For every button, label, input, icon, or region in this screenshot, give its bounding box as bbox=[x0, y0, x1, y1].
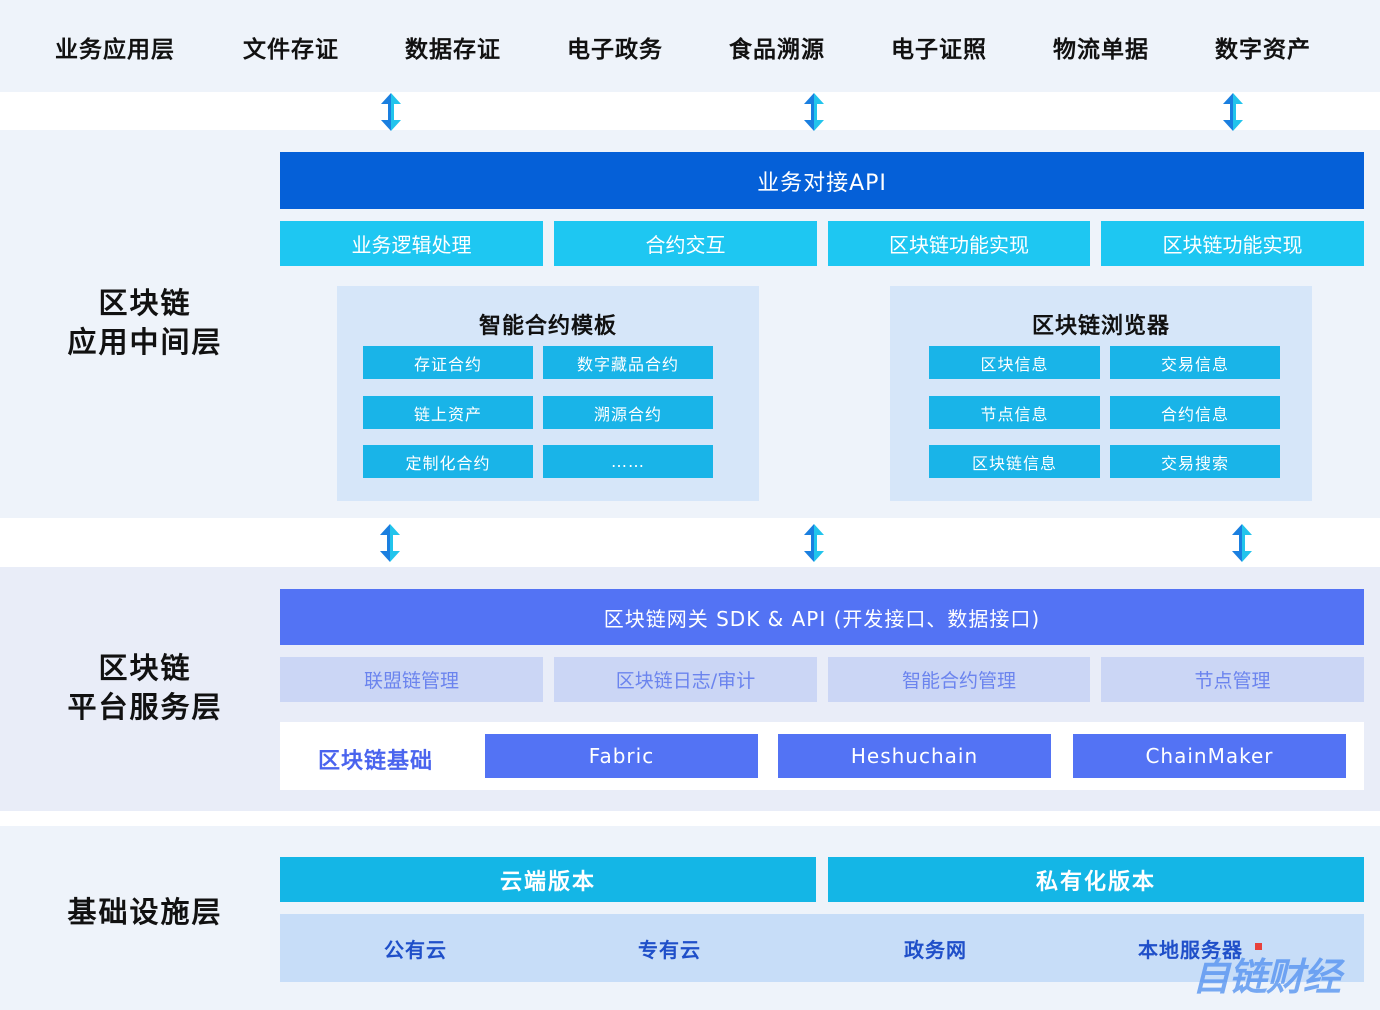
watermark-logo: 自链财经 bbox=[1192, 955, 1341, 999]
double-arrow-icon bbox=[804, 524, 824, 562]
base-heshuchain: Heshuchain bbox=[778, 734, 1051, 778]
app-layer-band bbox=[0, 0, 1380, 92]
app-item-logistics: 物流单据 bbox=[1053, 37, 1149, 63]
middle-layer-title: 区块链 应用中间层 bbox=[40, 284, 250, 362]
explorer-item: 合约信息 bbox=[1110, 396, 1280, 429]
smart-contract-panel-title: 智能合约模板 bbox=[478, 314, 617, 339]
contract-item: 数字藏品合约 bbox=[543, 346, 713, 379]
infra-items-row: 公有云 专有云 政务网 本地服务器 bbox=[280, 914, 1364, 982]
explorer-item: 交易搜索 bbox=[1110, 445, 1280, 478]
business-api-bar: 业务对接API bbox=[280, 152, 1364, 209]
platform-layer-title: 区块链 平台服务层 bbox=[40, 649, 250, 727]
base-fabric: Fabric bbox=[485, 734, 758, 778]
middle-layer-title-line1: 区块链 bbox=[98, 286, 192, 320]
function-contract-interaction: 合约交互 bbox=[554, 221, 817, 266]
mgmt-log-audit: 区块链日志/审计 bbox=[554, 657, 817, 702]
contract-item: 溯源合约 bbox=[543, 396, 713, 429]
platform-layer-title-line2: 平台服务层 bbox=[67, 690, 223, 724]
infra-dedicated-cloud: 专有云 bbox=[638, 938, 701, 962]
chain-base-label: 区块链基础 bbox=[318, 749, 434, 774]
double-arrow-icon bbox=[804, 93, 824, 131]
explorer-item: 交易信息 bbox=[1110, 346, 1280, 379]
explorer-panel-title: 区块链浏览器 bbox=[1031, 314, 1170, 339]
function-logic: 业务逻辑处理 bbox=[280, 221, 543, 266]
infra-local-server: 本地服务器 bbox=[1138, 938, 1243, 962]
infra-public-cloud: 公有云 bbox=[384, 938, 447, 962]
contract-item: …… bbox=[543, 445, 713, 478]
mgmt-contract: 智能合约管理 bbox=[828, 657, 1090, 702]
double-arrow-icon bbox=[1223, 93, 1243, 131]
infra-gov-network: 政务网 bbox=[904, 938, 967, 962]
app-item-egov: 电子政务 bbox=[567, 37, 663, 63]
cloud-version: 云端版本 bbox=[280, 857, 816, 902]
watermark-dot-icon bbox=[1255, 943, 1262, 950]
contract-item: 存证合约 bbox=[363, 346, 533, 379]
platform-layer-title-line1: 区块链 bbox=[98, 651, 192, 685]
explorer-item: 区块链信息 bbox=[929, 445, 1100, 478]
app-item-food: 食品溯源 bbox=[729, 37, 825, 63]
double-arrow-icon bbox=[1232, 524, 1252, 562]
mgmt-node: 节点管理 bbox=[1101, 657, 1364, 702]
app-item-data: 数据存证 bbox=[405, 37, 501, 63]
app-layer-title: 业务应用层 bbox=[55, 37, 175, 63]
app-item-license: 电子证照 bbox=[891, 37, 987, 63]
infra-layer-title: 基础设施层 bbox=[67, 895, 223, 929]
mgmt-consortium: 联盟链管理 bbox=[280, 657, 543, 702]
app-item-assets: 数字资产 bbox=[1215, 37, 1311, 63]
explorer-item: 区块信息 bbox=[929, 346, 1100, 379]
app-item-file: 文件存证 bbox=[243, 37, 339, 63]
contract-item: 定制化合约 bbox=[363, 445, 533, 478]
base-chainmaker: ChainMaker bbox=[1073, 734, 1346, 778]
explorer-item: 节点信息 bbox=[929, 396, 1100, 429]
double-arrow-icon bbox=[381, 93, 401, 131]
function-chain-impl-2: 区块链功能实现 bbox=[1101, 221, 1364, 266]
middle-layer-title-line2: 应用中间层 bbox=[67, 325, 223, 359]
function-chain-impl: 区块链功能实现 bbox=[828, 221, 1090, 266]
private-version: 私有化版本 bbox=[828, 857, 1364, 902]
double-arrow-icon bbox=[380, 524, 400, 562]
contract-item: 链上资产 bbox=[363, 396, 533, 429]
gateway-bar: 区块链网关 SDK & API (开发接口、数据接口) bbox=[280, 589, 1364, 645]
